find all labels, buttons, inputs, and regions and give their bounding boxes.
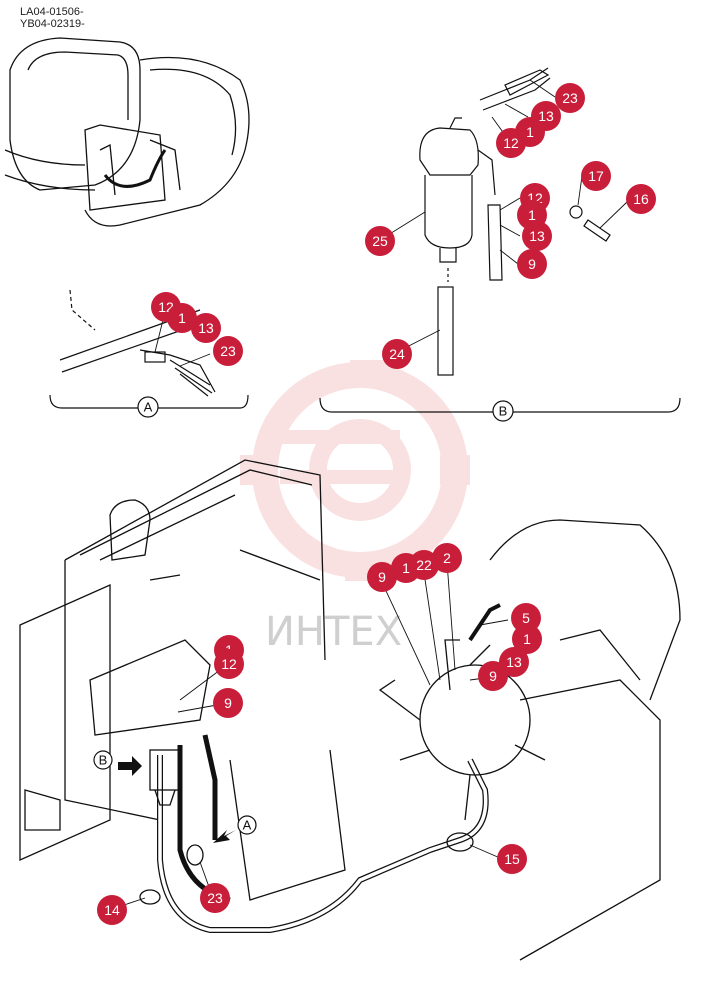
callout-number: 1	[523, 631, 531, 647]
callout-number: 16	[633, 191, 649, 207]
callout-number: 12	[503, 135, 519, 151]
callout-number: 1	[402, 560, 410, 576]
callout-badge	[515, 117, 545, 147]
callout-badge	[497, 844, 527, 874]
view-arrow-a: A	[213, 815, 257, 843]
callout-13: 13	[191, 313, 221, 343]
callout-badge	[626, 184, 656, 214]
callout-number: 23	[207, 890, 223, 906]
radiator-fuel-lines	[19, 459, 681, 961]
callout-9: 9	[517, 249, 547, 279]
callout-15: 15	[497, 844, 527, 874]
callout-1: 1	[515, 117, 545, 147]
callout-9: 9	[213, 688, 243, 718]
leader-lines	[114, 79, 628, 909]
callout-number: 23	[220, 343, 236, 359]
callout-number: 13	[538, 108, 554, 124]
watermark-logo	[240, 360, 470, 581]
callout-badge	[167, 303, 197, 333]
view-arrow-a-label: A	[243, 818, 252, 833]
callout-layer: 2313121171612113259241211323912225113911…	[97, 83, 656, 925]
callout-2: 2	[432, 543, 462, 573]
callout-number: 23	[562, 90, 578, 106]
callout-number: 1	[528, 207, 536, 223]
callout-1: 1	[167, 303, 197, 333]
callout-number: 25	[372, 233, 388, 249]
callout-number: 15	[504, 851, 520, 867]
callout-number: 13	[198, 320, 214, 336]
callout-badge	[365, 226, 395, 256]
view-arrow-b: B	[93, 750, 142, 776]
callout-number: 5	[522, 610, 530, 626]
callout-badge	[213, 688, 243, 718]
callout-number: 22	[416, 557, 432, 573]
callout-number: 17	[588, 168, 604, 184]
callout-badge	[555, 83, 585, 113]
callout-badge	[432, 543, 462, 573]
watermark-text: ИНТЕХ	[265, 609, 402, 655]
callout-number: 1	[178, 310, 186, 326]
callout-badge	[409, 550, 439, 580]
callout-9: 9	[478, 661, 508, 691]
callout-25: 25	[365, 226, 395, 256]
callout-13: 13	[522, 221, 552, 251]
callout-number: 24	[389, 346, 405, 362]
callout-9: 9	[367, 562, 397, 592]
callout-badge	[214, 649, 244, 679]
callout-23: 23	[200, 883, 230, 913]
callout-badge	[200, 883, 230, 913]
callout-24: 24	[382, 339, 412, 369]
callout-12: 12	[214, 649, 244, 679]
callout-badge	[522, 221, 552, 251]
callout-badge	[382, 339, 412, 369]
view-arrow-b-label: B	[99, 753, 108, 768]
code-line-2: YB04-02319-	[20, 18, 85, 30]
callout-badge	[478, 661, 508, 691]
callout-17: 17	[581, 161, 611, 191]
view-a-label-group: A	[137, 396, 159, 418]
callout-22: 22	[409, 550, 439, 580]
callout-number: 2	[443, 550, 451, 566]
callout-number: 13	[529, 228, 545, 244]
callout-number: 9	[528, 256, 536, 272]
view-a-label: A	[144, 400, 153, 415]
callout-badge	[517, 249, 547, 279]
callout-number: 12	[221, 656, 237, 672]
callout-badge	[581, 161, 611, 191]
callout-number: 1	[526, 124, 534, 140]
callout-23: 23	[213, 336, 243, 366]
callout-14: 14	[97, 895, 127, 925]
callout-number: 9	[224, 695, 232, 711]
callout-number: 13	[506, 654, 522, 670]
code-line-1: LA04-01506-	[20, 6, 84, 18]
view-b-label-group: B	[492, 400, 514, 422]
callout-23: 23	[555, 83, 585, 113]
callout-number: 14	[104, 902, 120, 918]
callout-badge	[512, 624, 542, 654]
callout-badge	[191, 313, 221, 343]
machine-overview	[4, 37, 250, 227]
callout-badge	[97, 895, 127, 925]
view-b-label: B	[499, 404, 508, 419]
callout-badge	[367, 562, 397, 592]
callout-16: 16	[626, 184, 656, 214]
callout-number: 9	[489, 668, 497, 684]
callout-1: 1	[512, 624, 542, 654]
callout-badge	[213, 336, 243, 366]
callout-number: 9	[378, 569, 386, 585]
